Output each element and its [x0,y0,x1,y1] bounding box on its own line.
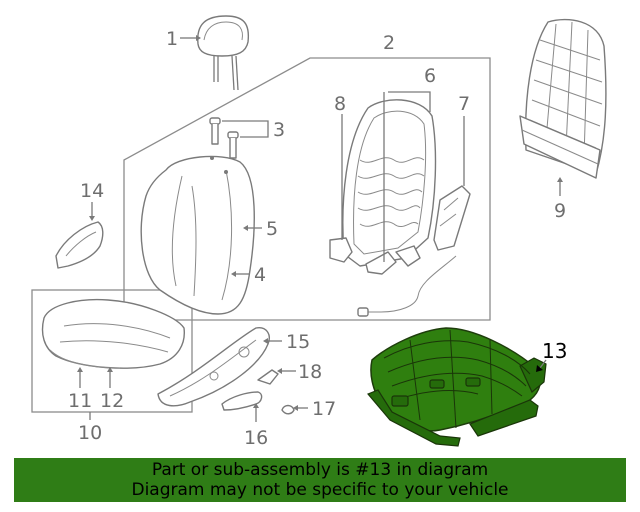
seatback-rear-panel-part [519,18,607,179]
label-13: 13 [542,339,567,363]
seat-frame-track-assembly-highlighted [367,327,547,447]
label-18: 18 [298,361,322,383]
notice-line-1: Part or sub-assembly is #13 in diagram [151,460,489,480]
label-1: 1 [166,28,178,50]
label-7: 7 [458,93,470,115]
notice-banner: Part or sub-assembly is #13 in diagram D… [14,458,626,502]
label-9: 9 [554,200,566,222]
label-15: 15 [286,331,310,353]
label-6: 6 [424,65,436,87]
label-4: 4 [254,264,266,286]
label-14: 14 [80,180,104,202]
label-16: 16 [244,427,268,449]
label-11: 11 [68,390,92,412]
label-2: 2 [383,32,395,54]
label-12: 12 [100,390,124,412]
notice-line-2: Diagram may not be specific to your vehi… [131,480,509,500]
headrest-guide-part [209,117,239,159]
recliner-handle-part [257,369,279,385]
label-5: 5 [266,218,278,240]
trim-cover-part [55,221,104,269]
seatback-group-box [123,57,491,321]
cushion-group-box [31,289,193,413]
seat-cushion-part [41,298,185,369]
seatback-frame-part [329,99,471,317]
headrest-part [197,15,250,91]
label-10: 10 [78,422,102,444]
seatback-cover-part [140,155,255,315]
label-8: 8 [334,93,346,115]
lever-part [221,391,263,411]
clip-part [281,404,295,415]
label-3: 3 [273,119,285,141]
seat-parts-diagram: 1 2 3 5 4 [31,15,607,449]
label-17: 17 [312,398,336,420]
